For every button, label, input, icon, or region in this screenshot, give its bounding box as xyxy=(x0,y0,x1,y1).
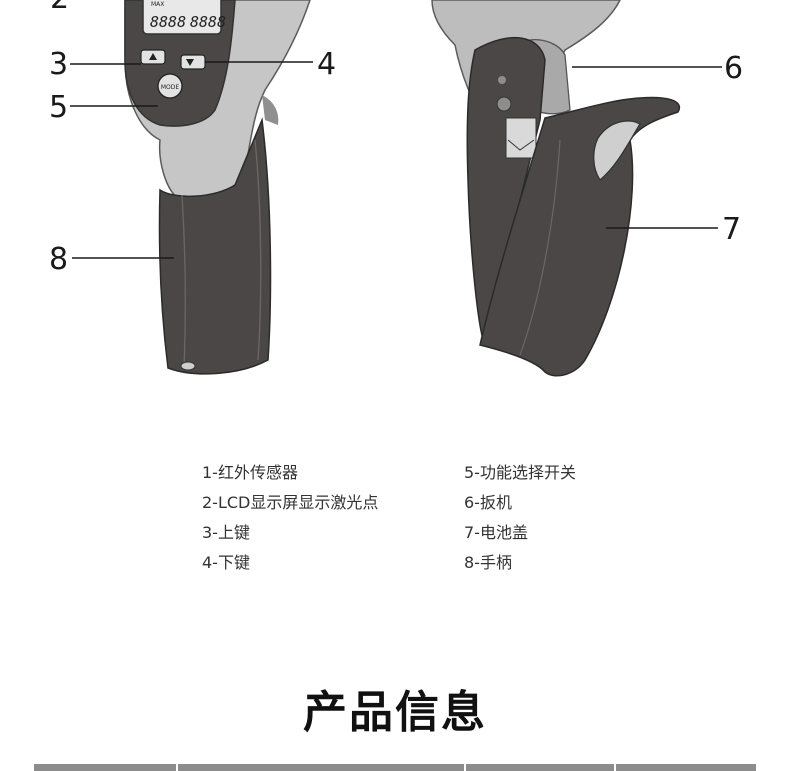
callout-6: 6 xyxy=(724,51,743,86)
mode-button-label: MODE xyxy=(161,84,180,91)
callout-4: 4 xyxy=(317,47,336,82)
legend-item: 3-上键 xyxy=(202,523,250,542)
thermometer-illustration: MAX 8888 8888 MODE xyxy=(49,0,743,377)
callout-3: 3 xyxy=(49,47,68,82)
legend-right-column: 5-功能选择开关 6-扳机 7-电池盖 8-手柄 xyxy=(464,458,576,578)
up-arrow-icon xyxy=(149,53,157,60)
legend-item: 2-LCD显示屏显示激光点 xyxy=(202,493,379,512)
mode-button xyxy=(157,73,183,99)
legend-item: 4-下键 xyxy=(202,553,250,572)
legend-item: 1-红外传感器 xyxy=(202,463,298,482)
legend-item: 8-手柄 xyxy=(464,553,512,572)
down-key xyxy=(180,54,206,70)
down-arrow-icon xyxy=(186,59,194,66)
callout-2: 2 xyxy=(50,0,69,16)
battery-cover xyxy=(479,96,681,377)
callout-lines xyxy=(70,61,722,259)
lcd-digits-right: 8888 xyxy=(190,13,226,31)
lcd-digits-left: 8888 xyxy=(150,13,186,31)
callout-7: 7 xyxy=(722,212,741,247)
table-header-cell xyxy=(616,764,756,771)
callout-5: 5 xyxy=(49,90,68,125)
front-view-device: MAX 8888 8888 MODE xyxy=(124,0,311,375)
legend-item: 7-电池盖 xyxy=(464,523,528,542)
section-title: 产品信息 xyxy=(303,687,487,738)
table-header-cell xyxy=(466,764,614,771)
side-view-device xyxy=(431,0,681,377)
lcd-max-label: MAX xyxy=(151,1,164,8)
legend-item: 5-功能选择开关 xyxy=(464,463,576,482)
callout-8: 8 xyxy=(49,242,68,277)
table-header-cell xyxy=(34,764,176,771)
legend-item: 6-扳机 xyxy=(464,493,512,512)
table-header-cell xyxy=(178,764,464,771)
legend-left-column: 1-红外传感器 2-LCD显示屏显示激光点 3-上键 4-下键 xyxy=(202,458,378,578)
table-header-bar xyxy=(34,764,756,771)
